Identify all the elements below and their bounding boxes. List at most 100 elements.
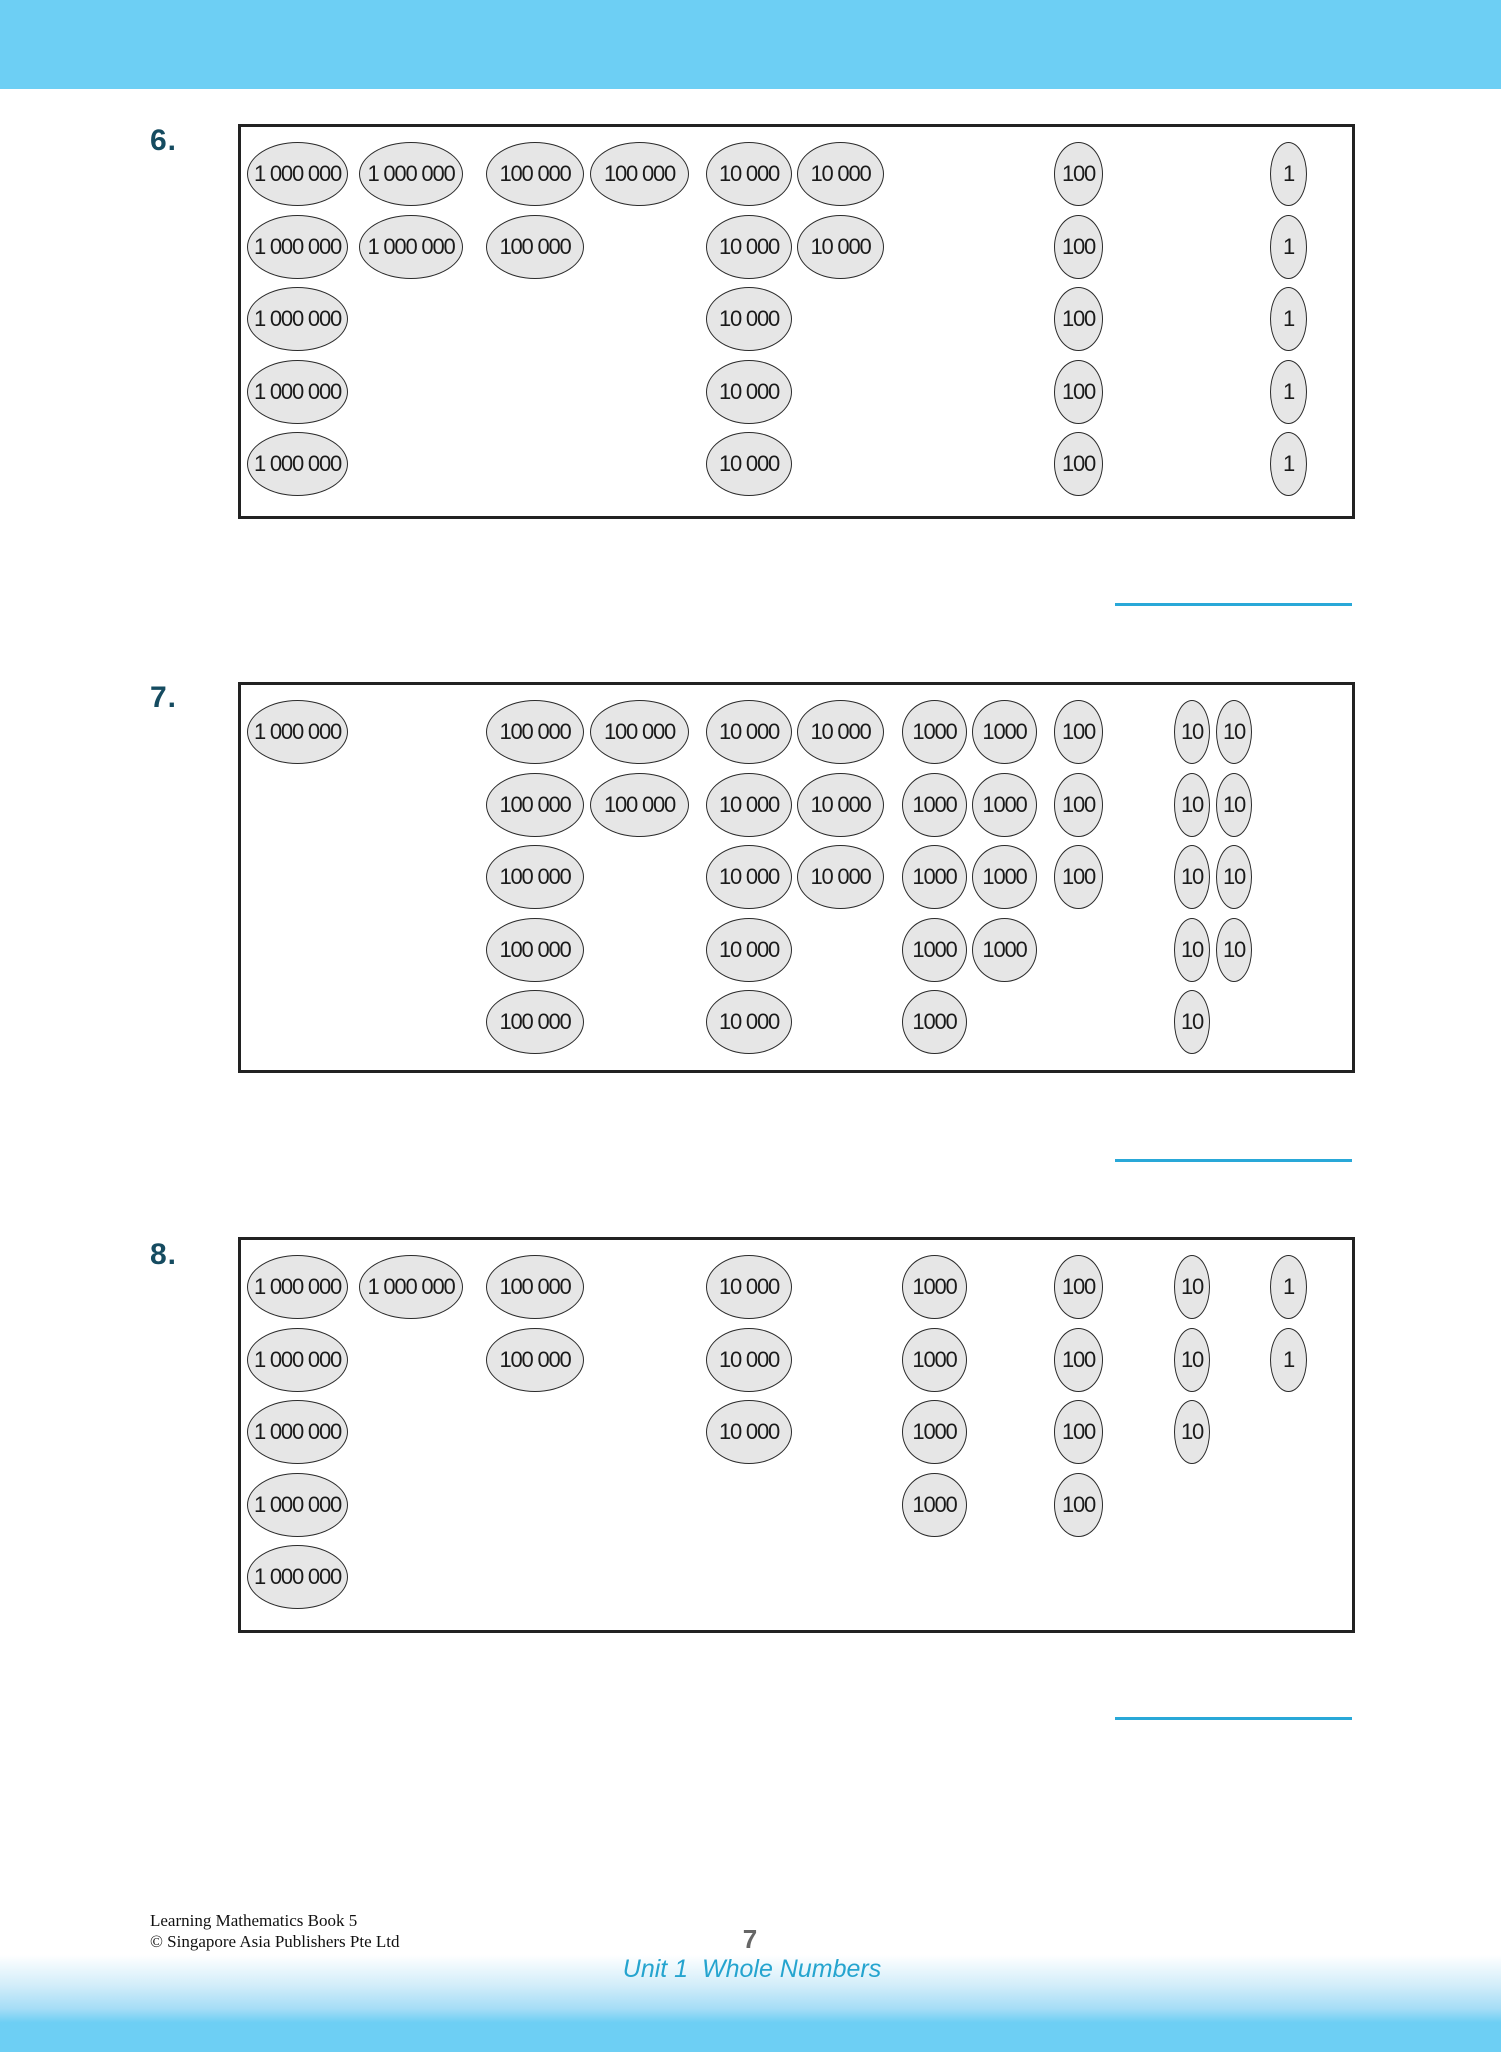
value-token: 10 <box>1174 700 1210 764</box>
value-token: 10 000 <box>797 772 884 837</box>
unit-title: Unit 1 Whole Numbers <box>622 1955 882 1983</box>
value-token: 1 000 000 <box>247 1327 348 1392</box>
value-token: 100 <box>1054 772 1103 837</box>
value-token: 1 <box>1270 1255 1307 1319</box>
value-token: 1 000 000 <box>359 1255 463 1319</box>
value-token: 10 000 <box>797 845 884 909</box>
value-token: 100 000 <box>486 1255 584 1319</box>
value-token: 10 000 <box>797 214 884 279</box>
value-token: 10 <box>1174 772 1210 837</box>
footer-band <box>0 1955 1501 2052</box>
value-token: 10 <box>1216 917 1252 982</box>
value-token: 100 <box>1054 1400 1103 1464</box>
value-token: 10 <box>1216 700 1252 764</box>
value-token: 100 <box>1054 432 1103 496</box>
value-token: 1 000 000 <box>247 1400 348 1464</box>
value-token: 100 <box>1054 1472 1103 1537</box>
value-token: 1 000 000 <box>359 142 463 206</box>
value-token: 100 <box>1054 287 1103 351</box>
value-token: 10 000 <box>706 1327 792 1392</box>
value-token: 100 000 <box>590 142 689 206</box>
value-token: 10 000 <box>706 142 792 206</box>
value-token: 100 000 <box>486 917 584 982</box>
value-token: 1000 <box>902 1400 967 1464</box>
value-token: 100 000 <box>486 772 584 837</box>
value-token: 1 <box>1270 287 1307 351</box>
answer-blank-6[interactable] <box>1115 603 1352 606</box>
value-token: 100 <box>1054 142 1103 206</box>
value-token: 10 <box>1174 990 1210 1054</box>
value-token: 1000 <box>902 845 967 909</box>
value-token: 10 000 <box>706 359 792 424</box>
question-number-8: 8. <box>150 1238 178 1271</box>
value-token: 100 000 <box>486 700 584 764</box>
value-token: 10 000 <box>706 214 792 279</box>
value-token: 10 <box>1174 917 1210 982</box>
value-token: 1 000 000 <box>247 1545 348 1609</box>
value-token: 1 000 000 <box>247 1472 348 1537</box>
value-token: 10 <box>1174 1255 1210 1319</box>
header-band <box>0 0 1501 89</box>
value-token: 1000 <box>902 772 967 837</box>
value-token: 10 <box>1174 1400 1210 1464</box>
question-number-6: 6. <box>150 124 178 157</box>
value-token: 1000 <box>902 917 967 982</box>
value-token: 100 000 <box>486 990 584 1054</box>
value-token: 1000 <box>902 1327 967 1392</box>
value-token: 100 000 <box>590 700 689 764</box>
value-token: 10 000 <box>706 432 792 496</box>
value-token: 100 <box>1054 359 1103 424</box>
footer-credits: Learning Mathematics Book 5 © Singapore … <box>150 1910 400 1952</box>
value-token: 1000 <box>902 1472 967 1537</box>
value-token: 10 <box>1174 1327 1210 1392</box>
value-token: 10 <box>1216 845 1252 909</box>
value-token: 1000 <box>972 772 1037 837</box>
value-token: 10 000 <box>797 142 884 206</box>
value-token: 10 000 <box>706 1400 792 1464</box>
copyright: © Singapore Asia Publishers Pte Ltd <box>150 1932 400 1951</box>
question-number-7: 7. <box>150 681 178 714</box>
answer-blank-7[interactable] <box>1115 1159 1352 1162</box>
value-token: 1000 <box>902 1255 967 1319</box>
value-token: 10 000 <box>706 990 792 1054</box>
value-token: 1 000 000 <box>247 287 348 351</box>
value-token: 10 000 <box>706 845 792 909</box>
value-token: 1000 <box>902 700 967 764</box>
value-token: 100 <box>1054 1327 1103 1392</box>
value-token: 10 <box>1216 772 1252 837</box>
value-token: 10 000 <box>706 772 792 837</box>
value-token: 10 000 <box>706 287 792 351</box>
value-token: 100 000 <box>590 772 689 837</box>
value-token: 100 <box>1054 214 1103 279</box>
book-title: Learning Mathematics Book 5 <box>150 1911 358 1930</box>
value-token: 1 000 000 <box>247 432 348 496</box>
value-token: 10 000 <box>706 917 792 982</box>
value-token: 1 000 000 <box>359 214 463 279</box>
value-token: 1000 <box>972 917 1037 982</box>
value-token: 1000 <box>902 990 967 1054</box>
value-token: 1 <box>1270 1327 1307 1392</box>
value-token: 1 <box>1270 142 1307 206</box>
value-token: 100 <box>1054 845 1103 909</box>
page-number: 7 <box>742 1924 758 1954</box>
value-token: 100 000 <box>486 142 584 206</box>
value-token: 1 <box>1270 359 1307 424</box>
value-token: 100 000 <box>486 845 584 909</box>
value-token: 10 000 <box>797 700 884 764</box>
value-token: 1 000 000 <box>247 700 348 764</box>
value-token: 1000 <box>972 845 1037 909</box>
value-token: 100 <box>1054 1255 1103 1319</box>
value-token: 100 <box>1054 700 1103 764</box>
value-token: 1 000 000 <box>247 359 348 424</box>
answer-blank-8[interactable] <box>1115 1717 1352 1720</box>
value-token: 1 <box>1270 214 1307 279</box>
value-token: 1 <box>1270 432 1307 496</box>
value-token: 1 000 000 <box>247 142 348 206</box>
value-token: 10 000 <box>706 700 792 764</box>
value-token: 10 <box>1174 845 1210 909</box>
value-token: 100 000 <box>486 1327 584 1392</box>
value-token: 100 000 <box>486 214 584 279</box>
